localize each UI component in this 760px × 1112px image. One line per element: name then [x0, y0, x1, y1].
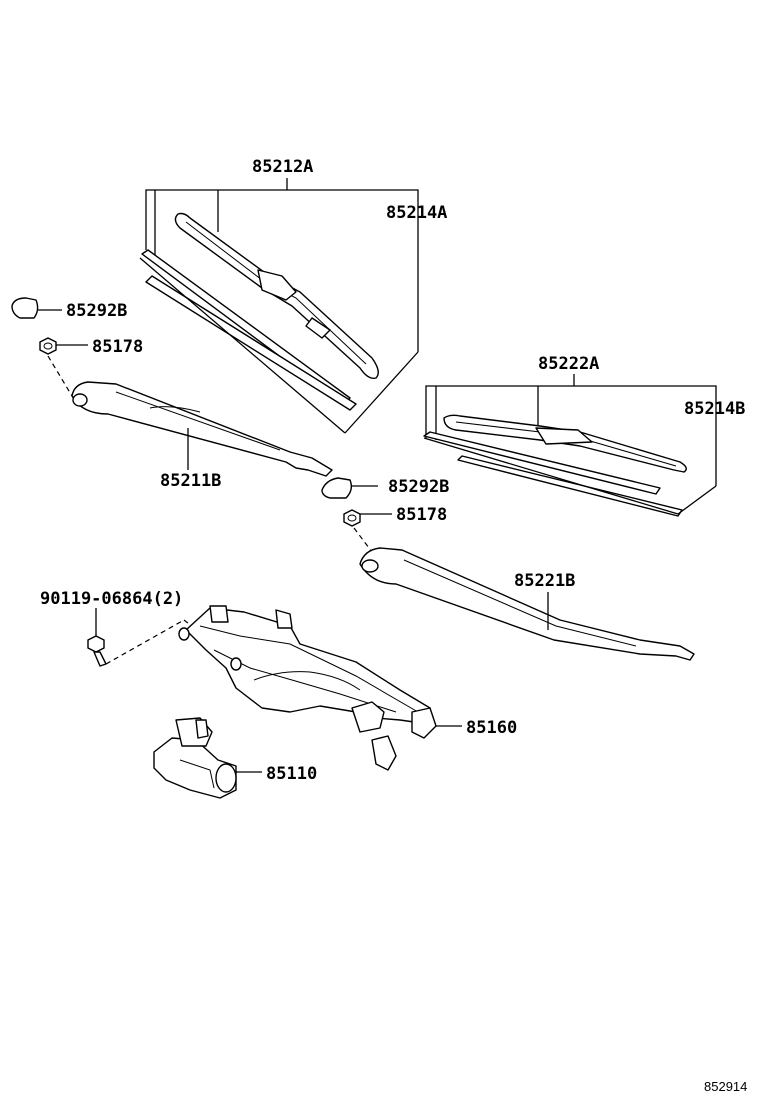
- label-rear-arm: 85221B: [514, 571, 575, 591]
- label-front-refill: 85214A: [386, 203, 447, 223]
- label-rear-cap: 85292B: [388, 477, 449, 497]
- label-rear-refill: 85214B: [684, 399, 745, 419]
- wiper-link-assembly: [178, 605, 462, 771]
- rear-wiper-arm: [359, 547, 695, 661]
- label-front-arm: 85211B: [160, 471, 221, 491]
- label-front-nut: 85178: [92, 337, 143, 357]
- label-link-assembly: 85160: [466, 718, 517, 738]
- wiper-motor: [153, 717, 262, 799]
- label-motor: 85110: [266, 764, 317, 784]
- front-wiper-arm: [71, 381, 333, 477]
- label-bolt: 90119-06864(2): [40, 589, 183, 609]
- rear-arm-cap: [321, 477, 378, 499]
- label-rear-blade-assembly: 85222A: [538, 354, 599, 374]
- label-front-cap: 85292B: [66, 301, 127, 321]
- front-arm-nut: [39, 337, 88, 397]
- front-arm-cap: [11, 297, 62, 319]
- rear-arm-nut: [343, 509, 392, 553]
- front-wiper-blade-assembly: [139, 178, 419, 434]
- rear-wiper-blade-assembly: [423, 374, 717, 517]
- diagram-code: 852914: [704, 1079, 747, 1094]
- label-rear-nut: 85178: [396, 505, 447, 525]
- label-front-blade-assembly: 85212A: [252, 157, 313, 177]
